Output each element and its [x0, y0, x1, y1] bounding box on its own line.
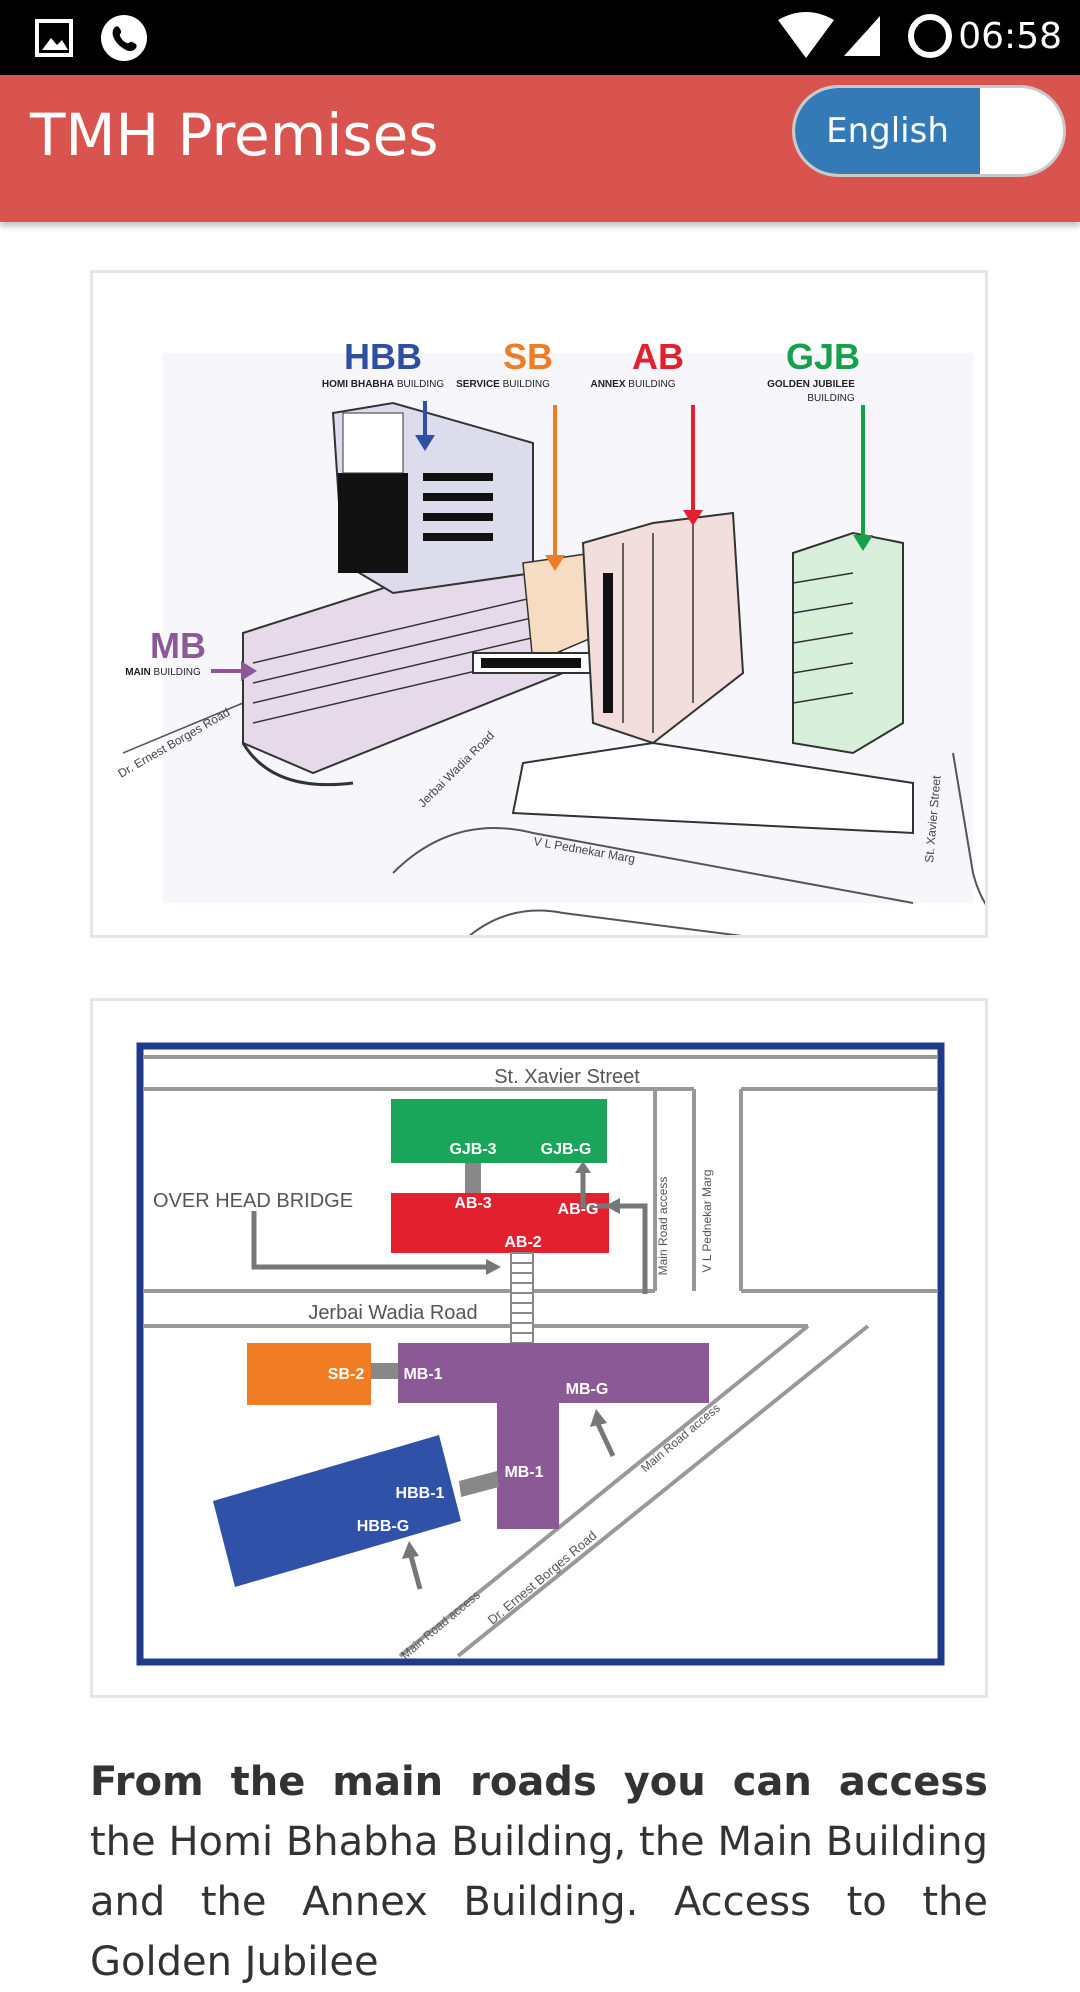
site-map-panel: GJB-3 GJB-G AB-3 AB-G AB-2 SB-2 MB-1 MB-… — [90, 998, 988, 1698]
label-ab-g: AB-G — [558, 1201, 599, 1218]
access-description: From the main roads you can access the H… — [90, 1752, 988, 1992]
status-bar: 06:58 — [0, 0, 1080, 75]
label-over-head-bridge: OVER HEAD BRIDGE — [153, 1190, 353, 1212]
label-ab-full: ANNEX BUILDING — [590, 379, 675, 390]
language-toggle-label: English — [795, 88, 980, 174]
label-sb: SB — [503, 336, 553, 377]
language-toggle[interactable]: English — [792, 85, 1066, 177]
building-illustration-panel: HBB HOMI BHABHA BUILDING SB SERVICE BUIL… — [90, 270, 988, 938]
image-icon — [35, 19, 73, 57]
label-mb: MB — [150, 625, 206, 666]
svg-text:BUILDING: BUILDING — [807, 393, 854, 404]
label-gjb-3: GJB-3 — [449, 1141, 496, 1158]
label-mb-full: MAIN BUILDING — [125, 667, 201, 678]
label-gjb-g: GJB-G — [541, 1141, 592, 1158]
signal-icon — [844, 16, 880, 56]
app-bar: TMH Premises English — [0, 75, 1080, 222]
clock: 06:58 — [958, 16, 1062, 57]
wifi-icon — [778, 12, 834, 58]
phone-icon — [101, 15, 147, 61]
access-description-bold: From the main roads you can access — [90, 1759, 988, 1805]
label-gjb-full: GOLDEN JUBILEE — [767, 379, 855, 390]
site-map: GJB-3 GJB-G AB-3 AB-G AB-2 SB-2 MB-1 MB-… — [136, 1042, 945, 1666]
label-mb-g: MB-G — [566, 1381, 609, 1398]
label-ab-2: AB-2 — [504, 1234, 541, 1251]
sync-icon — [908, 14, 952, 58]
label-mb-1-a: MB-1 — [403, 1366, 442, 1383]
label-sb-2: SB-2 — [328, 1366, 365, 1383]
label-ab: AB — [632, 336, 684, 377]
page-title: TMH Premises — [30, 101, 439, 169]
building-illustration: HBB HOMI BHABHA BUILDING SB SERVICE BUIL… — [116, 336, 985, 935]
label-jerbai-wadia: Jerbai Wadia Road — [308, 1302, 477, 1324]
label-hbb: HBB — [344, 336, 422, 377]
label-st-xavier: St. Xavier Street — [494, 1066, 640, 1088]
label-hbb-g: HBB-G — [357, 1518, 409, 1535]
label-vl-pednekar: V L Pednekar Marg — [700, 1170, 714, 1273]
label-main-road-access-1: Main Road access — [656, 1177, 670, 1276]
access-description-rest: the Homi Bhabha Building, the Main Build… — [90, 1819, 988, 1985]
label-hbb-full: HOMI BHABHA BUILDING — [322, 379, 444, 390]
label-mb-1-b: MB-1 — [504, 1464, 543, 1481]
label-ab-3: AB-3 — [454, 1195, 491, 1212]
label-gjb: GJB — [786, 336, 860, 377]
label-hbb-1: HBB-1 — [396, 1485, 445, 1502]
label-sb-full: SERVICE BUILDING — [456, 379, 550, 390]
